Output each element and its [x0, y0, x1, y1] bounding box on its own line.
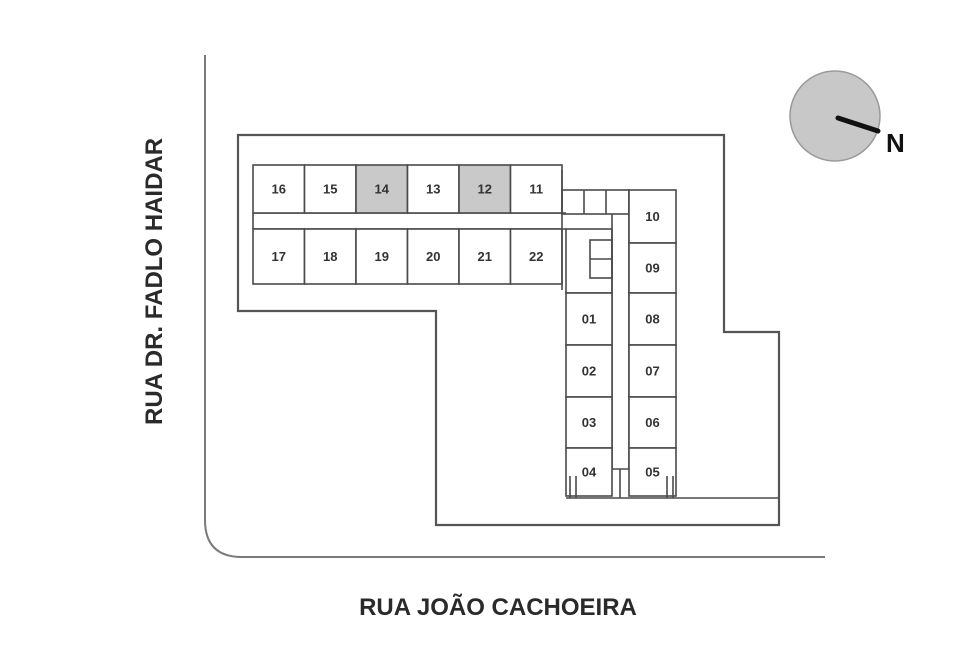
unit-cell[interactable] — [355, 164, 409, 214]
unit-cell[interactable] — [565, 292, 613, 346]
unit-label: 03 — [582, 415, 596, 430]
unit-02[interactable]: 02 — [565, 344, 613, 398]
horizontal-wing: 16 15 14 13 12 11 17 18 19 20 21 22 — [252, 164, 566, 285]
unit-label: 01 — [582, 312, 596, 327]
unit-label: 21 — [478, 249, 492, 264]
unit-label: 22 — [529, 249, 543, 264]
unit-07[interactable]: 07 — [628, 344, 677, 398]
unit-label: 20 — [426, 249, 440, 264]
unit-11[interactable]: 11 — [509, 164, 563, 214]
unit-21[interactable]: 21 — [458, 228, 512, 285]
unit-cell[interactable] — [458, 164, 512, 214]
unit-14[interactable]: 14 — [355, 164, 409, 214]
compass-needle — [835, 115, 881, 134]
unit-18[interactable]: 18 — [303, 228, 357, 285]
core-lobby — [565, 228, 613, 294]
street-curb — [204, 55, 825, 558]
stair-hall — [561, 189, 630, 215]
compass-north-label: N — [886, 128, 905, 158]
unit-label: 10 — [645, 209, 659, 224]
lot-outline — [236, 133, 781, 527]
vertical-wing: 01 02 03 04 10 09 08 07 06 05 — [565, 189, 677, 498]
unit-cell[interactable] — [628, 292, 677, 346]
unit-10[interactable]: 10 — [628, 189, 677, 244]
unit-19[interactable]: 19 — [355, 228, 409, 285]
core-block — [561, 170, 630, 294]
unit-cell[interactable] — [565, 447, 613, 497]
unit-label: 08 — [645, 312, 659, 327]
unit-06[interactable]: 06 — [628, 396, 677, 449]
top-row-units: 16 15 14 13 12 11 — [252, 164, 563, 214]
unit-label: 13 — [426, 182, 440, 197]
unit-label: 09 — [645, 261, 659, 276]
left-column-units: 01 02 03 04 — [565, 292, 613, 497]
unit-label: 06 — [645, 415, 659, 430]
unit-12[interactable]: 12 — [458, 164, 512, 214]
unit-16[interactable]: 16 — [252, 164, 306, 214]
bottom-row-units: 17 18 19 20 21 22 — [252, 228, 563, 285]
unit-label: 12 — [478, 182, 492, 197]
unit-label: 11 — [529, 182, 543, 197]
unit-label: 17 — [272, 249, 286, 264]
right-column-units: 10 09 08 07 06 05 — [628, 189, 677, 497]
unit-13[interactable]: 13 — [406, 164, 460, 214]
unit-cell[interactable] — [628, 344, 677, 398]
unit-22[interactable]: 22 — [509, 228, 563, 285]
unit-label: 02 — [582, 364, 596, 379]
unit-cell[interactable] — [252, 228, 306, 285]
unit-15[interactable]: 15 — [303, 164, 357, 214]
unit-03[interactable]: 03 — [565, 396, 613, 449]
unit-17[interactable]: 17 — [252, 228, 306, 285]
unit-label: 15 — [323, 182, 337, 197]
unit-label: 04 — [582, 465, 597, 480]
unit-01[interactable]: 01 — [565, 292, 613, 346]
unit-cell[interactable] — [565, 344, 613, 398]
street-label-bottom: RUA JOÃO CACHOEIRA — [359, 593, 637, 621]
unit-label: 07 — [645, 364, 659, 379]
unit-label: 18 — [323, 249, 337, 264]
north-compass: N — [789, 70, 905, 162]
unit-09[interactable]: 09 — [628, 242, 677, 294]
unit-cell[interactable] — [628, 447, 677, 497]
unit-04[interactable]: 04 — [565, 447, 613, 497]
unit-cell[interactable] — [458, 228, 512, 285]
unit-05[interactable]: 05 — [628, 447, 677, 497]
compass-disc — [789, 70, 881, 162]
unit-20[interactable]: 20 — [406, 228, 460, 285]
unit-label: 19 — [375, 249, 389, 264]
unit-cell[interactable] — [628, 396, 677, 449]
unit-label: 16 — [272, 182, 286, 197]
unit-label: 14 — [375, 182, 390, 197]
unit-08[interactable]: 08 — [628, 292, 677, 346]
unit-cell[interactable] — [628, 189, 677, 244]
unit-cell[interactable] — [355, 228, 409, 285]
unit-label: 05 — [645, 465, 659, 480]
street-label-left: RUA DR. FADLO HAIDAR — [141, 138, 168, 425]
